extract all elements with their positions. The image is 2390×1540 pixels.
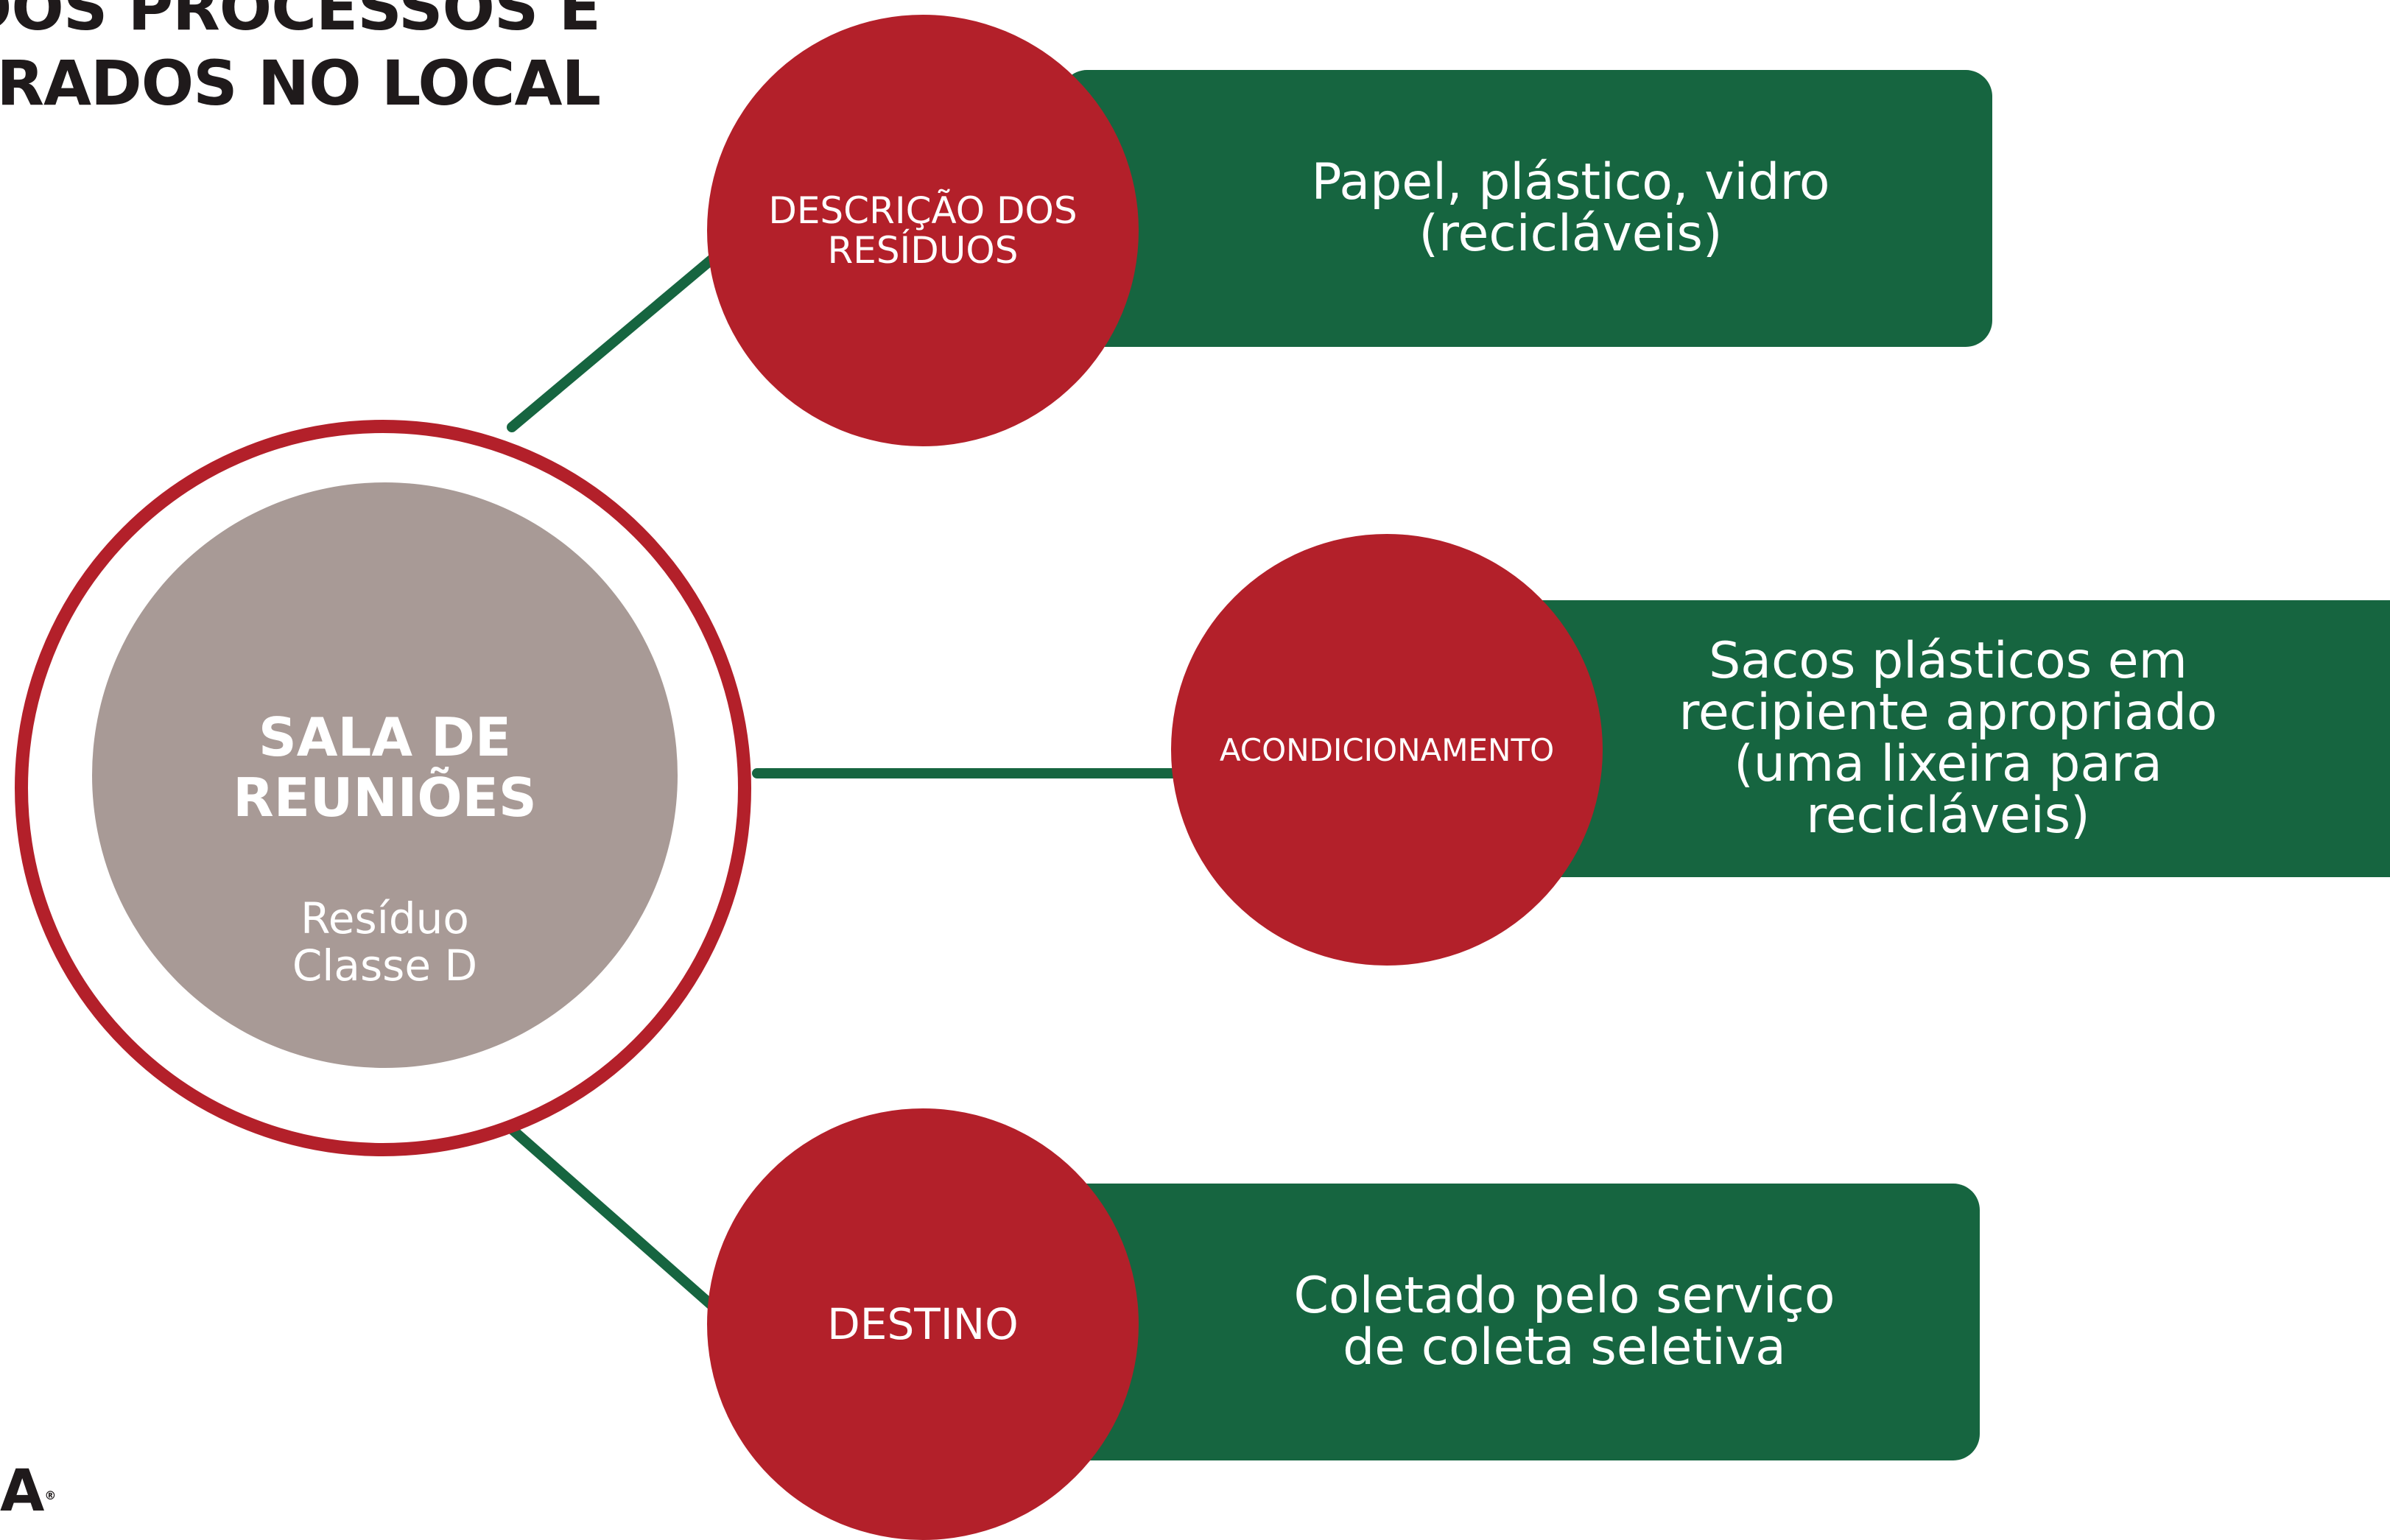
- info-box-acondicionamento: Sacos plásticos em recipiente apropriado…: [1510, 600, 2390, 877]
- info-text-line: recipiente apropriado: [1679, 683, 2218, 742]
- logo-letter: A: [0, 1458, 45, 1525]
- page-title-line-2: ERADOS NO LOCAL: [0, 47, 601, 119]
- central-node: SALA DE REUNIÕES Resíduo Classe D: [92, 482, 678, 1068]
- info-box-destino-text: Coletado pelo serviço de coleta seletiva: [1294, 1270, 1835, 1374]
- info-box-acondicionamento-text: Sacos plásticos em recipiente apropriado…: [1679, 636, 2217, 842]
- info-box-descricao-text: Papel, plástico, vidro (recicláveis): [1311, 157, 1830, 260]
- info-box-descricao: Papel, plástico, vidro (recicláveis): [1061, 70, 1992, 347]
- central-title-line-2: REUNIÕES: [233, 767, 537, 829]
- brand-logo: A®: [0, 1462, 56, 1521]
- circle-acondicionamento: ACONDICIONAMENTO: [1171, 534, 1603, 966]
- registered-mark: ®: [44, 1488, 57, 1502]
- circle-label-line-1: DESCRIÇÃO DOS: [768, 189, 1078, 232]
- connector-bottom: [496, 1114, 723, 1316]
- circle-label-line-2: RESÍDUOS: [827, 229, 1019, 272]
- info-text-line: (uma lixeira para: [1734, 735, 2162, 793]
- central-node-subtitle: Resíduo Classe D: [92, 895, 678, 989]
- info-text-line: (recicláveis): [1419, 205, 1723, 263]
- page-title-line-1: DOS PROCESSOS E: [0, 0, 601, 44]
- connector-top: [507, 249, 723, 432]
- circle-descricao-dos-residuos: DESCRIÇÃO DOS RESÍDUOS: [707, 15, 1139, 446]
- central-node-title: SALA DE REUNIÕES: [92, 707, 678, 828]
- info-text-line: Coletado pelo serviço: [1293, 1267, 1835, 1325]
- central-subtitle-line-2: Classe D: [292, 940, 478, 991]
- central-subtitle-line-1: Resíduo: [300, 893, 469, 943]
- info-text-line: Papel, plástico, vidro: [1311, 153, 1830, 211]
- info-text-line: recicláveis): [1806, 787, 2090, 845]
- info-text-line: Sacos plásticos em: [1709, 632, 2187, 690]
- info-box-destino: Coletado pelo serviço de coleta seletiva: [1061, 1184, 1980, 1460]
- circle-label-line-1: DESTINO: [827, 1299, 1019, 1349]
- page-title: DOS PROCESSOS E ERADOS NO LOCAL: [0, 0, 601, 121]
- central-title-line-1: SALA DE: [258, 706, 512, 768]
- info-text-line: de coleta seletiva: [1343, 1318, 1786, 1376]
- circle-destino: DESTINO: [707, 1108, 1139, 1540]
- circle-label-line-1: ACONDICIONAMENTO: [1219, 731, 1555, 768]
